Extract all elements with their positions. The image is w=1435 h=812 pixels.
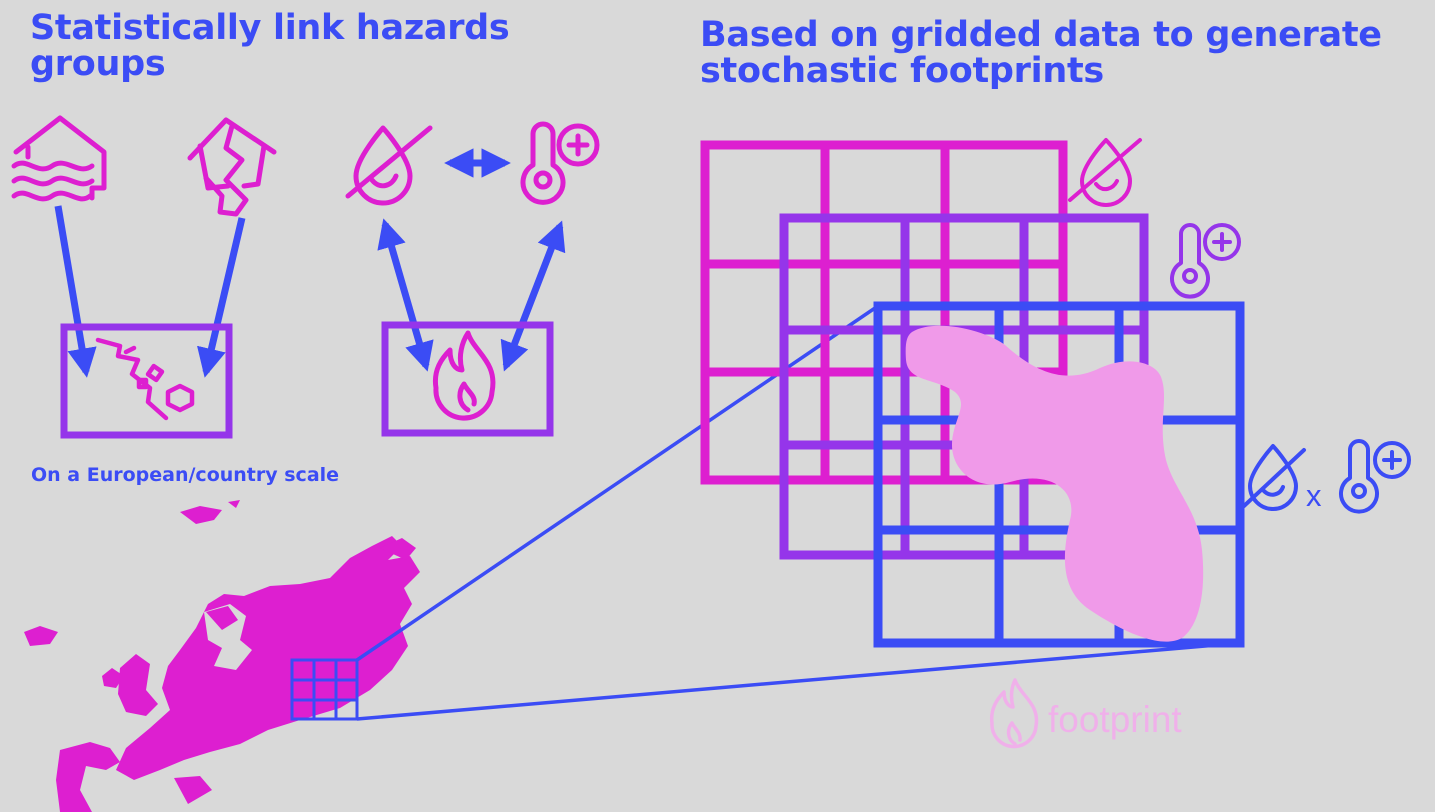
multiply-symbol: x (1306, 478, 1322, 513)
footprint-shape (905, 325, 1204, 642)
combined-heat-icon (1339, 439, 1411, 514)
right-title: Based on gridded data to generate stocha… (700, 15, 1382, 91)
left-title: Statistically link hazards groups (30, 8, 510, 84)
landslide-box (60, 323, 233, 439)
earthquake-house-icon (187, 117, 277, 217)
zoom-lines (356, 304, 1241, 721)
footprint-fire-icon (989, 678, 1039, 749)
europe-map (24, 500, 420, 812)
footprint-label: footprint (1048, 699, 1182, 740)
link-arrow-heat-fire (500, 220, 566, 372)
scale-note: On a European/country scale (31, 464, 340, 486)
wildfire-icon (432, 330, 496, 421)
drought-icon (345, 125, 433, 206)
wildfire-box (381, 321, 554, 437)
link-arrow-drought-fire (377, 218, 434, 372)
drought-grid-icon (1068, 138, 1142, 207)
flood-house-icon (11, 115, 107, 202)
landslide-icon (95, 337, 195, 421)
link-arrow-flood (54, 205, 97, 378)
heat-grid-icon (1170, 223, 1241, 299)
heat-thermometer-icon (520, 121, 600, 205)
map-grid-marker (290, 658, 359, 721)
combined-drought-icon (1242, 444, 1306, 511)
link-arrow-earthquake (197, 217, 246, 378)
